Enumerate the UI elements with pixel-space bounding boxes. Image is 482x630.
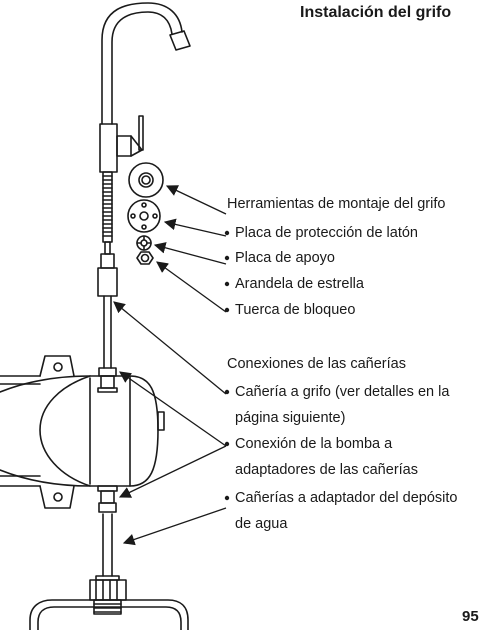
tank-adapter [89,575,127,615]
upper-fitting [97,367,118,393]
tool-item-star-washer: Arandela de estrella [235,276,364,292]
tool-item-support-plate: Placa de apoyo [235,250,335,266]
page-number: 95 [462,608,479,625]
support-plate [127,199,161,233]
tools-heading: Herramientas de montaje del grifo [227,196,446,212]
tool-item-lock-nut: Tuerca de bloqueo [235,302,356,318]
faucet-handle [99,115,144,173]
pipe-to-faucet [103,295,112,369]
pump [0,355,165,509]
arrow-pump-upper [119,371,227,447]
arrow-star-washer [153,242,227,265]
connection-item-3-line2: de agua [235,516,288,532]
arrow-brass-plate [165,185,227,215]
bullet [224,281,230,287]
bullet [224,389,230,395]
faucet-spout [101,2,191,125]
water-tank [29,599,189,630]
connection-item-2-line1: Conexión de la bomba a [235,436,393,452]
arrow-pipe-tank [122,507,227,546]
bullet [224,230,230,236]
connection-item-3-line1: Cañerías a adaptador del depósito [235,490,458,506]
page-title: Instalación del grifo [300,4,452,21]
lower-fitting [97,485,118,513]
threaded-shank [97,171,118,297]
pipe-to-tank [102,513,113,577]
connections-heading: Conexiones de las cañerías [227,356,406,372]
brass-protection-plate [128,162,164,198]
connection-item-1-line1: Cañería a grifo (ver detalles en la [235,384,450,400]
bullet [224,307,230,313]
arrow-pipe-faucet [113,301,227,395]
connection-item-1-line2: página siguiente) [235,410,346,426]
bullet [224,495,230,501]
star-washer [136,235,152,251]
bullet [224,441,230,447]
arrow-support-plate [163,218,227,237]
lock-nut [136,251,154,265]
arrow-lock-nut [156,261,227,313]
connection-item-2-line2: adaptadores de las cañerías [235,462,418,478]
arrow-pump-lower [118,445,227,498]
tool-item-brass-plate: Placa de protección de latón [235,225,418,241]
bullet [224,255,230,261]
